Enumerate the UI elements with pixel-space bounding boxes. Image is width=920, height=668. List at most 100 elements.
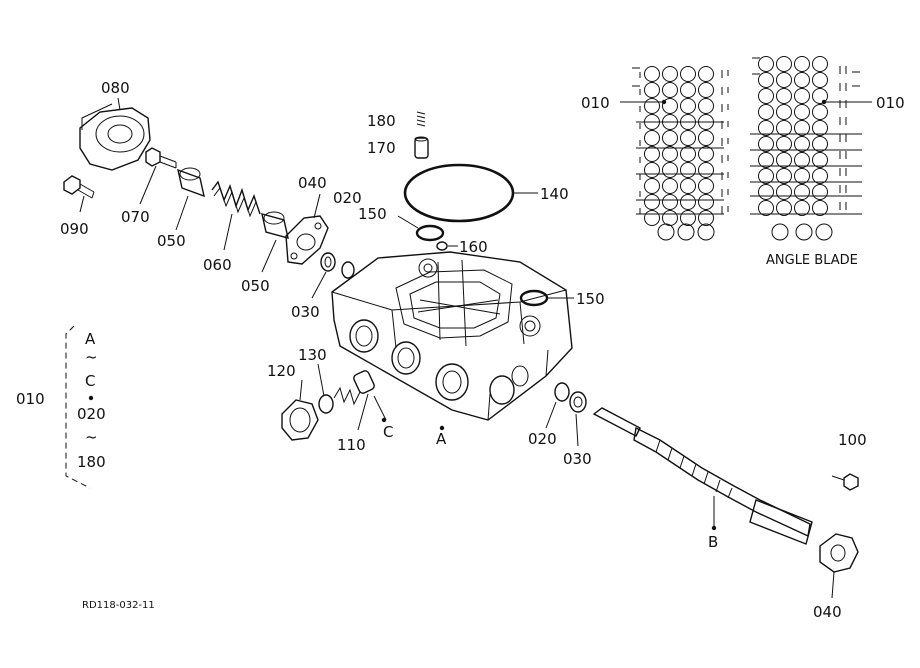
inset-circle	[698, 66, 714, 82]
label-040b: 040	[813, 603, 842, 621]
inset-circle	[758, 168, 774, 184]
inset-circle	[680, 130, 696, 146]
part-070-bolt	[145, 147, 177, 169]
inset-circle	[776, 104, 792, 120]
inset-circle	[680, 82, 696, 98]
inset-circle	[680, 194, 696, 210]
label-170: 170	[367, 139, 396, 157]
label-100: 100	[838, 431, 867, 449]
part-050a-collar	[177, 167, 205, 198]
inset-circle	[812, 104, 828, 120]
label-070: 070	[121, 208, 150, 226]
inset-circle	[794, 184, 810, 200]
inset-circle	[697, 223, 715, 241]
inset-circle	[680, 178, 696, 194]
inset-circle	[680, 162, 696, 178]
legend-bracket	[65, 325, 94, 489]
inset-circle	[662, 162, 678, 178]
part-090-bolt	[63, 175, 95, 199]
legend-A: A	[85, 330, 96, 348]
inset-circle	[794, 104, 810, 120]
part-170-plug	[414, 136, 429, 159]
inset-circle	[662, 66, 678, 82]
inset-circle	[776, 136, 792, 152]
part-140-big-oring	[403, 163, 515, 223]
inset-circle	[698, 146, 714, 162]
valve-body	[331, 251, 573, 421]
inset-circle	[662, 130, 678, 146]
inset-circle	[698, 82, 714, 98]
inset-circle	[812, 120, 828, 136]
legend-020: 020	[77, 405, 106, 423]
inset-circle	[698, 194, 714, 210]
label-050a: 050	[157, 232, 186, 250]
part-080-cover	[79, 103, 151, 171]
inset-circle	[758, 88, 774, 104]
inset-circle	[758, 120, 774, 136]
inset-circle	[680, 66, 696, 82]
spool-b	[592, 407, 813, 545]
inset-circle	[698, 210, 714, 226]
part-130-oring	[318, 394, 334, 414]
label-150a: 150	[358, 205, 387, 223]
inset-circle	[815, 223, 833, 241]
inset-circle	[698, 130, 714, 146]
inset-circle	[662, 82, 678, 98]
inset-circle	[795, 223, 813, 241]
label-060: 060	[203, 256, 232, 274]
inset-caption: ANGLE BLADE	[766, 253, 858, 268]
inset-circle	[644, 178, 660, 194]
label-010-legend: 010	[16, 390, 45, 408]
inset-circle	[776, 168, 792, 184]
part-180-spring	[416, 111, 426, 127]
part-030a-ring	[320, 252, 336, 272]
label-020b: 020	[528, 430, 557, 448]
label-010-inset-left: 010	[581, 94, 610, 112]
inset-circle	[776, 88, 792, 104]
inset-circle	[698, 178, 714, 194]
inset-circle	[657, 223, 675, 241]
label-C: C	[383, 423, 393, 441]
part-040a-plate	[285, 215, 329, 265]
label-050b: 050	[241, 277, 270, 295]
label-040a: 040	[298, 174, 327, 192]
inset-circle	[662, 98, 678, 114]
label-090: 090	[60, 220, 89, 238]
inset-circle	[680, 210, 696, 226]
label-010-inset-right: 010	[876, 94, 905, 112]
inset-circle	[794, 120, 810, 136]
inset-circle	[644, 82, 660, 98]
inset-circle	[794, 152, 810, 168]
inset-circle	[644, 66, 660, 82]
inset-circle	[662, 146, 678, 162]
inset-circle	[662, 194, 678, 210]
inset-circle	[644, 130, 660, 146]
inset-circle	[662, 210, 678, 226]
label-030b: 030	[563, 450, 592, 468]
label-A: A	[436, 430, 447, 448]
part-100-bolt	[831, 473, 859, 491]
label-080: 080	[101, 79, 130, 97]
part-040b-plate	[819, 533, 859, 573]
legend-180: 180	[77, 453, 106, 471]
inset-circle	[812, 136, 828, 152]
inset-circle	[758, 136, 774, 152]
part-030b-ring	[569, 391, 587, 413]
label-180: 180	[367, 112, 396, 130]
legend-tilde-1: ~	[85, 348, 98, 366]
inset-circle	[680, 146, 696, 162]
label-160: 160	[459, 238, 488, 256]
inset-circle	[758, 72, 774, 88]
legend-C: C	[85, 372, 95, 390]
inset-circle	[758, 200, 774, 216]
inset-circle	[644, 146, 660, 162]
inset-angle-blade	[632, 56, 862, 241]
part-020b-oring	[554, 382, 570, 402]
inset-circle	[794, 72, 810, 88]
part-020a-oring	[341, 261, 355, 279]
inset-circle	[758, 104, 774, 120]
inset-circle	[794, 88, 810, 104]
inset-circle	[644, 162, 660, 178]
label-130: 130	[298, 346, 327, 364]
inset-circle	[812, 168, 828, 184]
